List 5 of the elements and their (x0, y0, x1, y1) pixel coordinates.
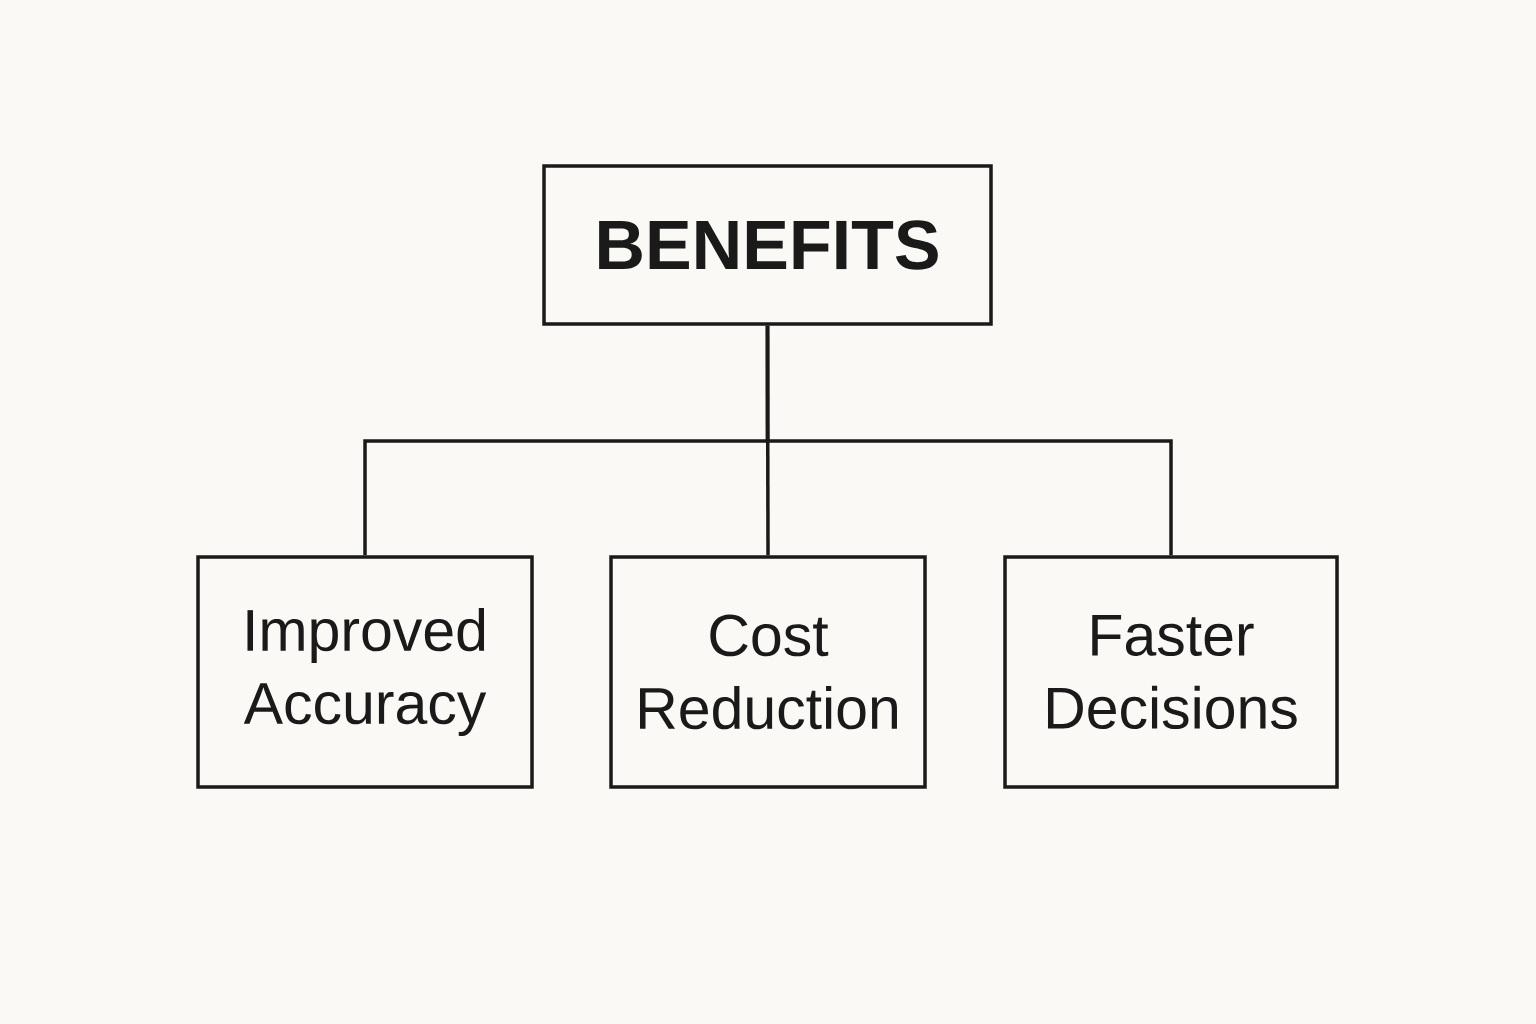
item-box: Cost Reduction (609, 555, 927, 789)
item-box: Faster Decisions (1003, 555, 1339, 789)
item-box: Improved Accuracy (196, 555, 534, 789)
connector-line (765, 325, 1173, 556)
heading-box: BENEFITS (542, 164, 993, 326)
